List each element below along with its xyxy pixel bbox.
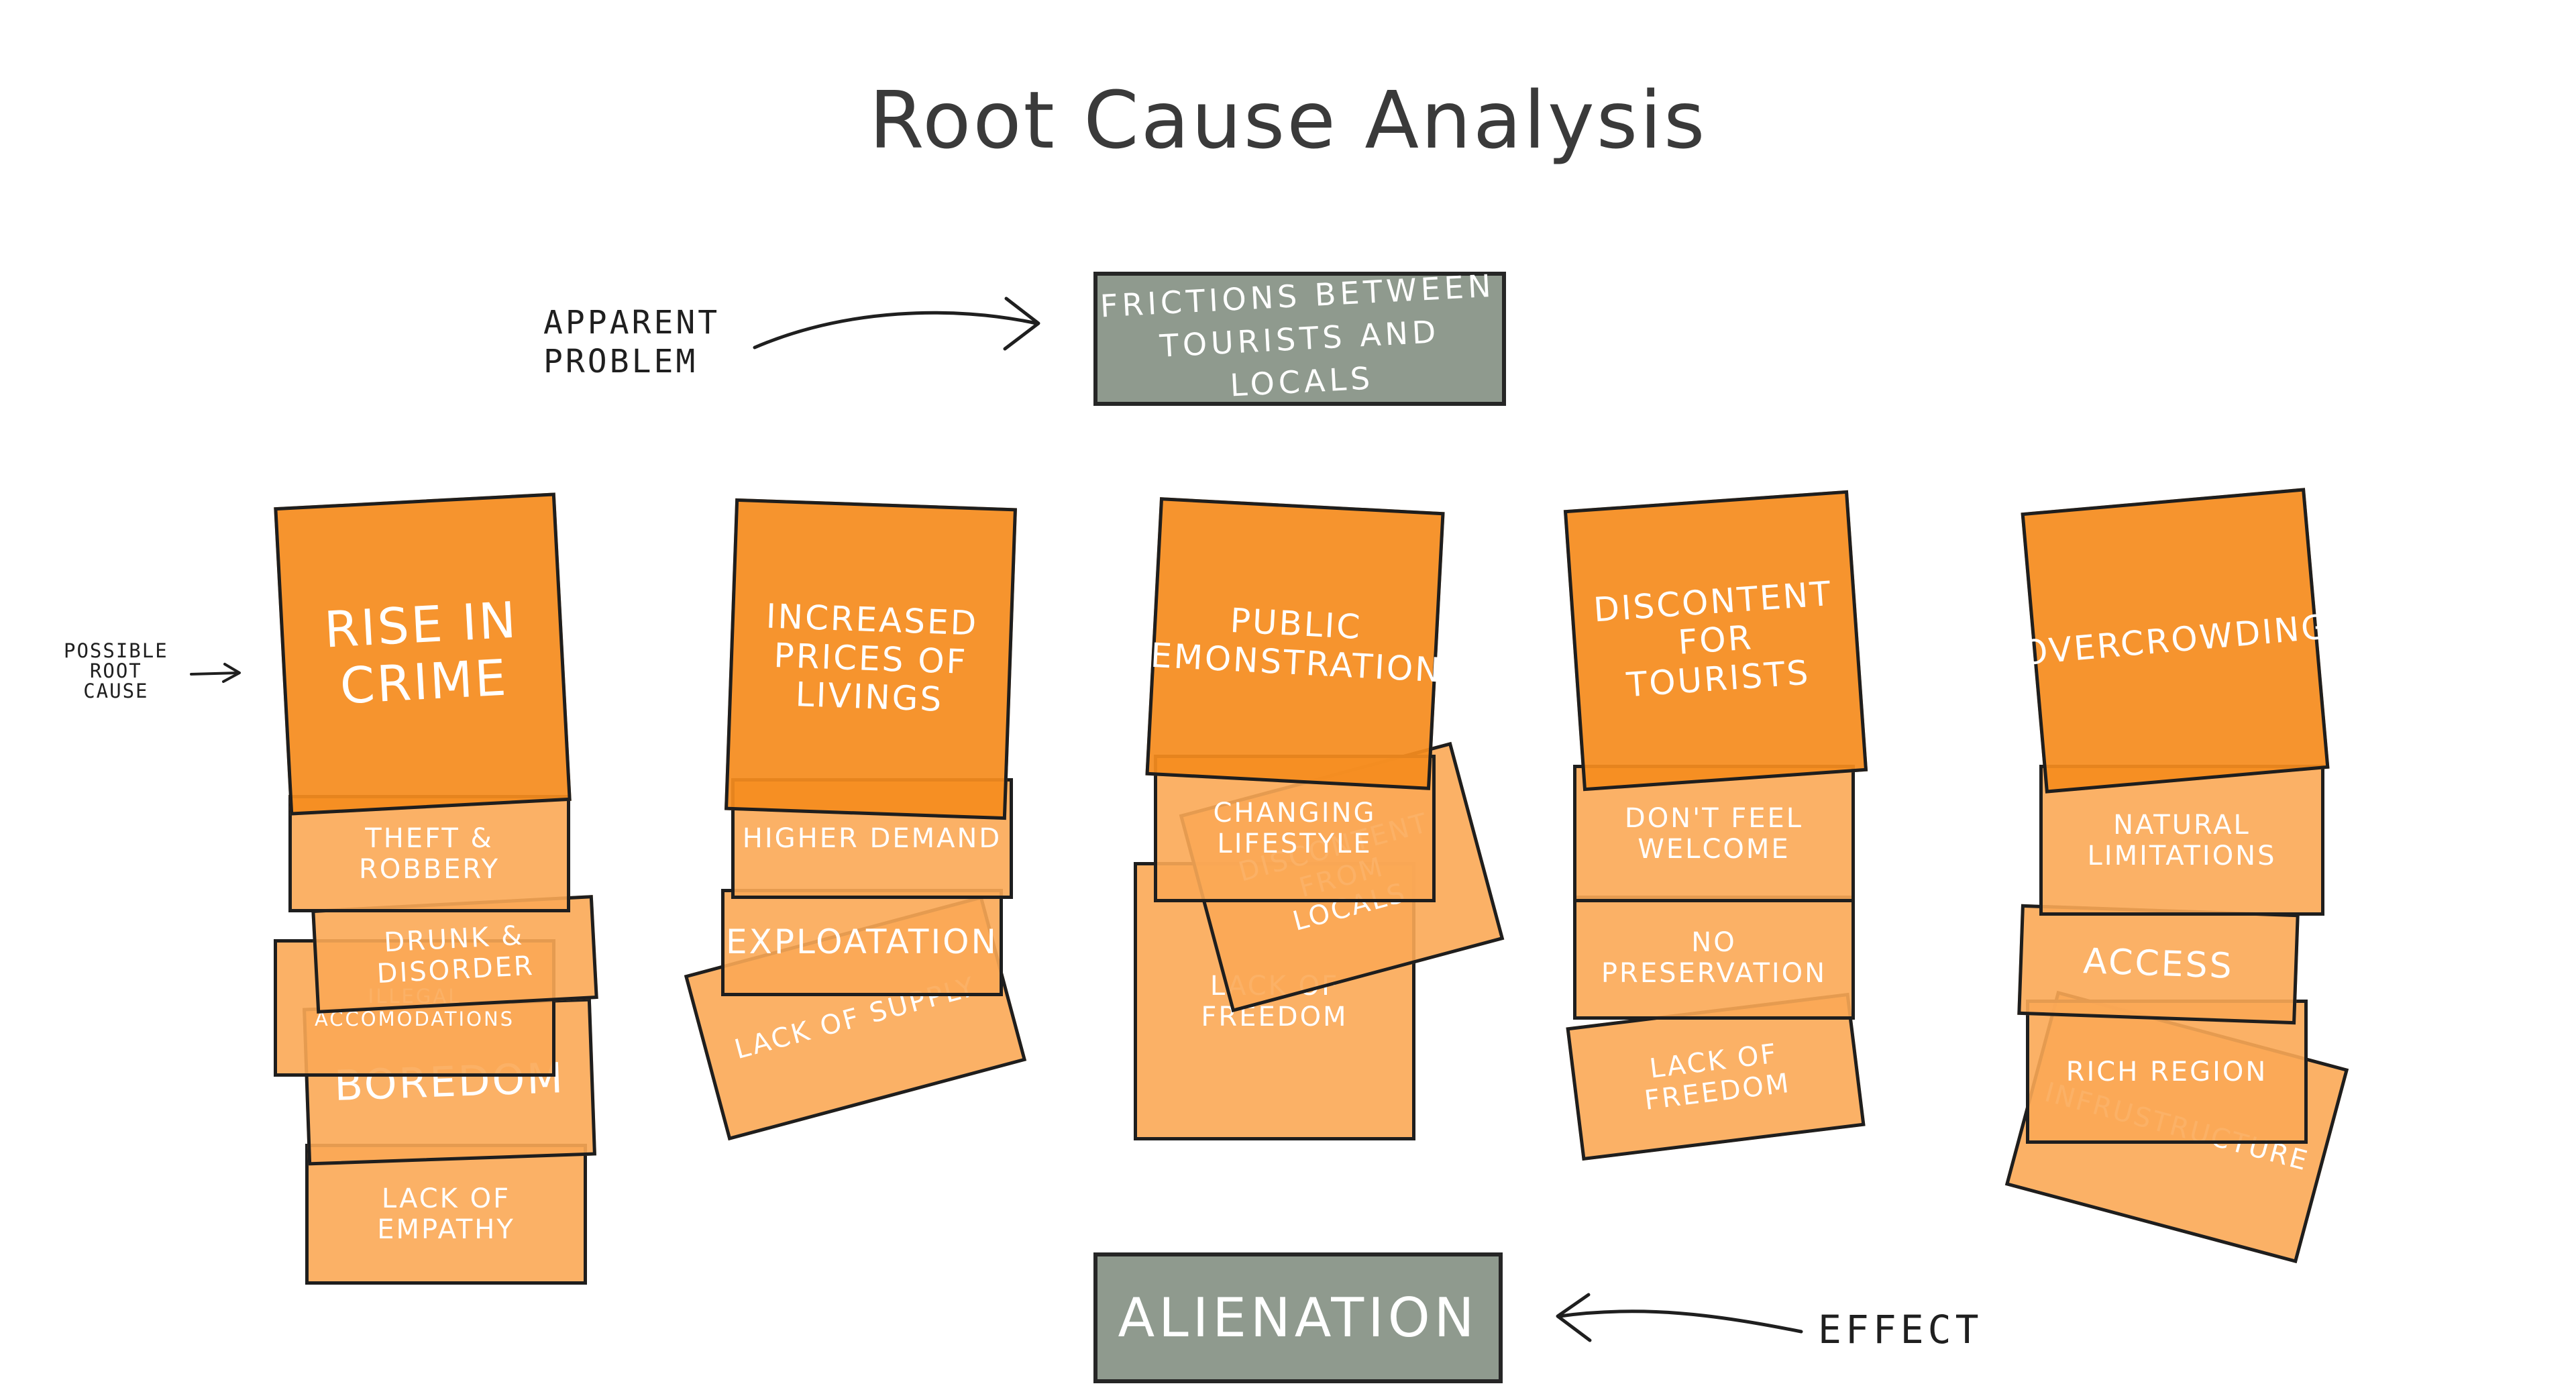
cause-card: EXPLOATATION <box>721 889 1003 996</box>
effect-box: ALIENATION <box>1093 1252 1503 1383</box>
cause-card: THEFT & ROBBERY <box>288 795 570 912</box>
possible-root-cause-label: POSSIBLE ROOT CAUSE <box>64 639 168 702</box>
cause-card: NATURAL LIMITATIONS <box>2039 765 2324 916</box>
apparent-problem-box: FRICTIONS BETWEEN TOURISTS AND LOCALS <box>1093 268 1506 406</box>
apparent-problem-arrowhead <box>1003 297 1040 351</box>
effect-arrow <box>1558 1309 1803 1334</box>
effect-label: EFFECT <box>1818 1307 1983 1352</box>
effect-text: ALIENATION <box>1118 1287 1479 1349</box>
effect-arrowhead <box>1556 1293 1592 1342</box>
root-cause-arrow <box>190 672 239 676</box>
cause-card: LACK OF EMPATHY <box>305 1144 587 1285</box>
cause-card: NO PRESERVATION <box>1573 896 1855 1020</box>
apparent-problem-arrow <box>753 311 1038 350</box>
page-title: Root Cause Analysis <box>869 74 1707 166</box>
root-cause-arrowhead <box>222 663 241 683</box>
apparent-problem-label: APPARENT PROBLEM <box>543 304 720 380</box>
